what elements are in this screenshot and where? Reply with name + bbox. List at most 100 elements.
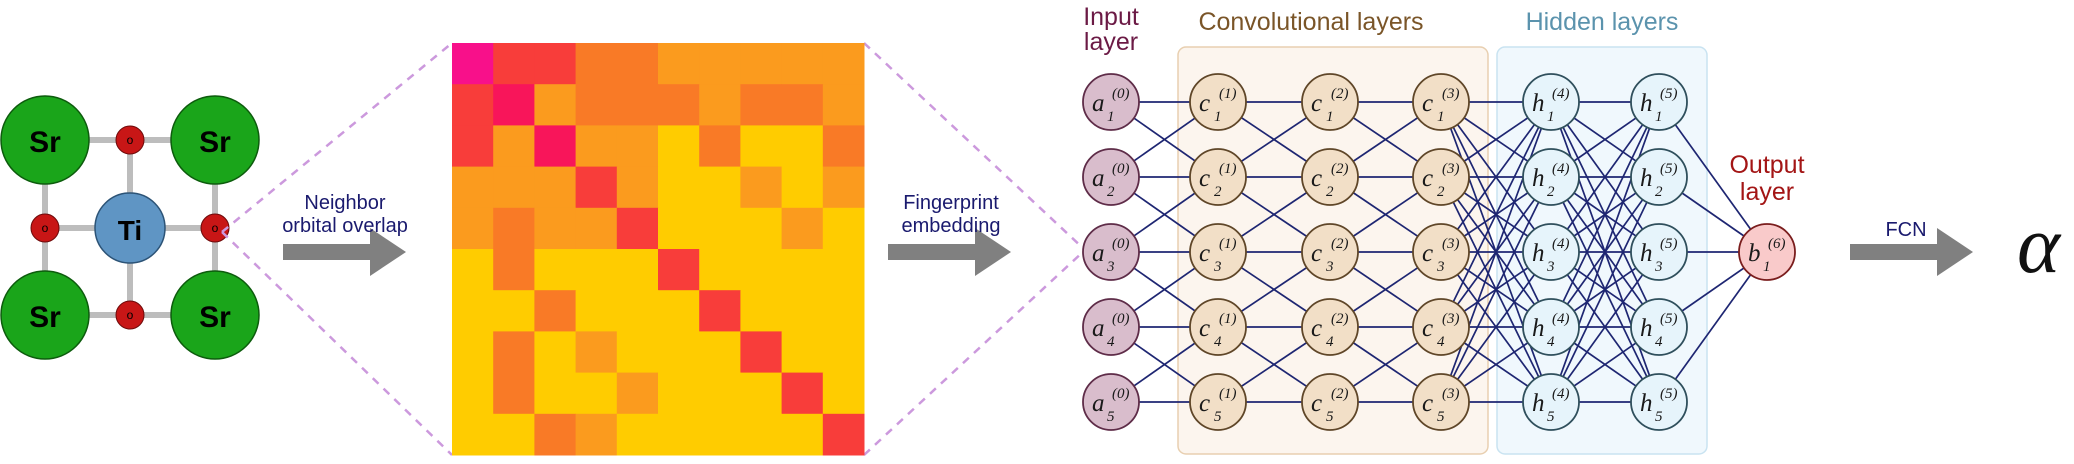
network-edge (1440, 101, 1552, 253)
network-edge (1440, 251, 1552, 403)
output-layer-title-line1: Output (1729, 151, 1804, 179)
network-edge (1658, 101, 1768, 253)
heatmap-cell (534, 372, 577, 415)
svg-text:2: 2 (1326, 184, 1334, 200)
svg-text:(3): (3) (1442, 86, 1460, 102)
svg-text:(1): (1) (1219, 161, 1237, 177)
conv3-node: c(3)3 (1412, 223, 1470, 281)
svg-text:h: h (1640, 240, 1653, 267)
heatmap-cell (493, 249, 535, 291)
heatmap-cell (534, 84, 577, 126)
heatmap-cell (658, 125, 700, 168)
svg-text:h: h (1532, 240, 1545, 267)
heatmap-cell (658, 372, 700, 415)
conv1-node: c(1)4 (1189, 298, 1247, 356)
heatmap-cell (452, 372, 494, 415)
heatmap-cell (781, 372, 824, 415)
svg-text:h: h (1640, 390, 1653, 417)
heatmap-cell (534, 249, 577, 291)
heatmap-cell (575, 84, 618, 126)
svg-text:(0): (0) (1112, 161, 1130, 177)
svg-text:c: c (1422, 165, 1433, 192)
heatmap-cell (781, 125, 824, 168)
conv1-node: c(1)3 (1189, 223, 1247, 281)
svg-text:c: c (1311, 165, 1322, 192)
svg-text:5: 5 (1655, 409, 1663, 425)
hidden4-node: h(4)4 (1522, 298, 1580, 356)
svg-text:a: a (1092, 315, 1105, 342)
conv3-node: c(3)2 (1412, 148, 1470, 206)
network-edge (1550, 101, 1660, 403)
zoom-line (863, 42, 1086, 251)
svg-text:(4): (4) (1552, 311, 1570, 327)
heatmap-cell (616, 290, 659, 332)
svg-text:a: a (1092, 240, 1105, 267)
heatmap-cell (452, 249, 494, 291)
svg-text:(2): (2) (1331, 311, 1349, 327)
svg-text:(1): (1) (1219, 236, 1237, 252)
sr-atom-bottom-right: Sr (170, 270, 260, 360)
svg-text:h: h (1640, 315, 1653, 342)
oxygen-atom: o (115, 125, 145, 155)
svg-text:1: 1 (1107, 109, 1115, 125)
heatmap-cell (781, 43, 824, 85)
network-edge (1550, 101, 1660, 328)
svg-text:c: c (1311, 90, 1322, 117)
heatmap-cell (493, 331, 535, 374)
heatmap-cell (822, 290, 865, 332)
network-nodes: a(0)1a(0)2a(0)3a(0)4a(0)5c(1)1c(1)2c(1)3… (1082, 73, 1796, 431)
svg-text:h: h (1532, 90, 1545, 117)
heatmap-cell (575, 372, 618, 415)
input-layer-title-line2: layer (1084, 28, 1138, 56)
conv1-node: c(1)2 (1189, 148, 1247, 206)
svg-text:c: c (1199, 390, 1210, 417)
svg-text:2: 2 (1107, 184, 1115, 200)
heatmap-cell (493, 84, 535, 126)
svg-text:c: c (1422, 315, 1433, 342)
heatmap-cell (575, 125, 618, 168)
heatmap-cell (740, 125, 783, 168)
svg-text:(3): (3) (1442, 311, 1460, 327)
svg-text:(1): (1) (1219, 386, 1237, 402)
svg-text:1: 1 (1547, 109, 1555, 125)
heatmap-cell (493, 413, 535, 456)
heatmap-cell (452, 331, 494, 374)
heatmap-cell (575, 413, 618, 456)
hidden4-node: h(4)1 (1522, 73, 1580, 131)
heatmap-cell (575, 166, 618, 209)
heatmap-cell (452, 290, 494, 332)
heatmap-cell (781, 207, 824, 250)
svg-text:3: 3 (1325, 259, 1334, 275)
svg-text:c: c (1422, 390, 1433, 417)
svg-text:o: o (42, 221, 49, 235)
heatmap-cell (534, 331, 577, 374)
svg-text:c: c (1422, 240, 1433, 267)
svg-text:3: 3 (1213, 259, 1222, 275)
heatmap-cell (616, 331, 659, 374)
heatmap-cell (699, 290, 741, 332)
heatmap-cell (616, 207, 659, 250)
svg-text:(3): (3) (1442, 161, 1460, 177)
heatmap-cell (534, 43, 577, 85)
svg-text:4: 4 (1214, 334, 1222, 350)
svg-text:h: h (1640, 165, 1653, 192)
svg-text:5: 5 (1547, 409, 1555, 425)
arrow-fingerprint-embedding: Fingerprint embedding (888, 192, 1011, 276)
svg-text:(1): (1) (1219, 311, 1237, 327)
heatmap-cell (822, 207, 865, 250)
heatmap-cell (452, 166, 494, 209)
network-edge (1550, 251, 1660, 403)
network-edge (1550, 101, 1660, 253)
heatmap-cell (452, 43, 494, 85)
conv3-node: c(3)5 (1412, 373, 1470, 431)
heatmap-cell (699, 413, 741, 456)
convolutional-layers-title: Convolutional layers (1198, 8, 1423, 36)
ti-atom: Ti (94, 192, 166, 264)
heatmap-cell (493, 290, 535, 332)
zoom-line (221, 42, 453, 233)
heatmap-cell (740, 84, 783, 126)
conv1-node: c(1)1 (1189, 73, 1247, 131)
hidden4-node: h(4)2 (1522, 148, 1580, 206)
svg-text:2: 2 (1214, 184, 1222, 200)
